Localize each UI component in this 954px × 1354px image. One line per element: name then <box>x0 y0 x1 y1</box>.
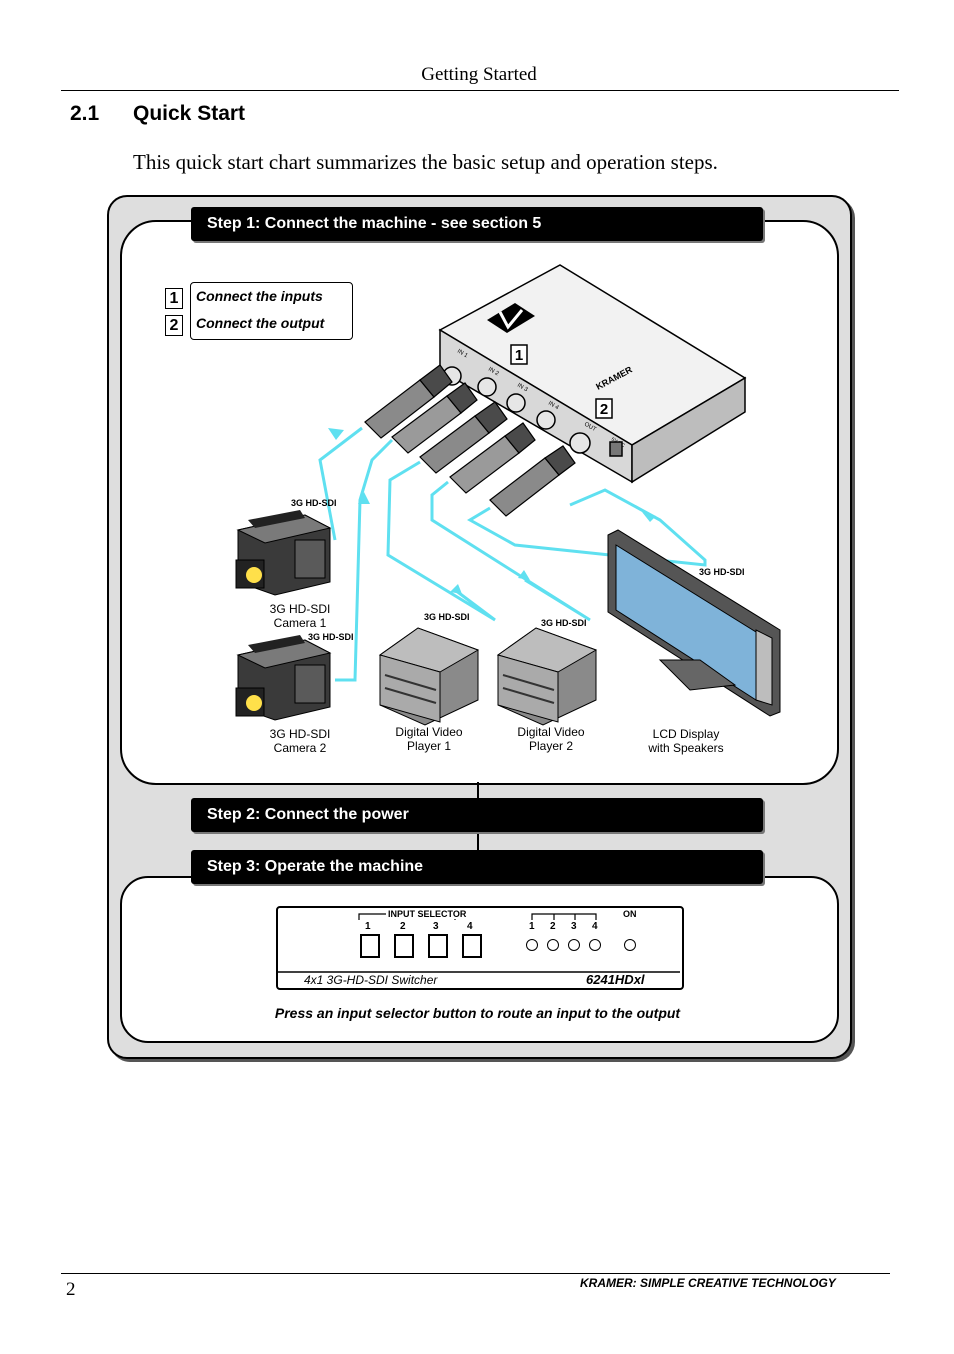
player2-label: Digital Video Player 2 <box>501 725 601 753</box>
cable-label-player1: 3G HD-SDI <box>424 612 470 622</box>
kramer-logo <box>487 303 535 333</box>
footer-rule <box>61 1273 890 1274</box>
legend-text-2: Connect the output <box>196 315 325 331</box>
lcd-display-icon <box>607 529 781 717</box>
bnc-port-out <box>569 432 591 454</box>
legend-box <box>190 282 353 340</box>
player1-name: Player 1 <box>406 739 452 753</box>
bnc-plug-out <box>489 445 576 517</box>
legend-number-2: 2 <box>165 315 183 336</box>
legend-text-1: Connect the inputs <box>196 288 323 304</box>
callout-2: 2 <box>600 401 608 418</box>
input-selector-label: INPUT SELECTOR <box>386 909 469 919</box>
bnc-plug-in1 <box>364 364 453 439</box>
camera1-label: 3G HD-SDI Camera 1 <box>250 602 350 630</box>
input-led-2 <box>547 939 559 951</box>
cable-camera2 <box>335 438 394 682</box>
cable-label-camera1: 3G HD-SDI <box>291 498 337 508</box>
step3-panel <box>120 876 839 1043</box>
operate-caption: Press an input selector button to route … <box>274 1005 681 1021</box>
input-button-4[interactable] <box>462 934 482 958</box>
step1-bar: Step 1: Connect the machine - see sectio… <box>191 207 763 241</box>
port-label: IN 3 <box>516 383 529 394</box>
camera2-type: 3G HD-SDI <box>269 727 331 741</box>
arrow-head <box>518 570 530 580</box>
cable-label-player2: 3G HD-SDI <box>541 618 587 628</box>
bnc-port-in2 <box>477 377 497 397</box>
input-led-3 <box>568 939 580 951</box>
bnc-plug-in2 <box>391 382 478 454</box>
input-led-1 <box>526 939 538 951</box>
callout-1-box <box>510 344 528 365</box>
port-label: IN 1 <box>456 349 469 360</box>
camera1-type: 3G HD-SDI <box>269 602 331 616</box>
callout-1: 1 <box>515 347 523 364</box>
button-number-3: 3 <box>433 921 439 932</box>
legend-number-1: 1 <box>165 288 183 309</box>
step2-bar: Step 2: Connect the power <box>191 798 763 832</box>
arrow-head <box>328 428 344 440</box>
arrow-head <box>450 584 462 594</box>
display-name: with Speakers <box>648 741 724 755</box>
power-socket <box>609 441 623 457</box>
button-number-1: 1 <box>365 921 371 932</box>
cable-player2 <box>430 480 591 622</box>
page-number: 2 <box>66 1279 76 1300</box>
header-rule <box>61 90 899 91</box>
footer-company: KRAMER: SIMPLE CREATIVE TECHNOLOGY <box>580 1276 836 1290</box>
on-label: ON <box>623 909 637 919</box>
port-label: OUT <box>583 422 597 434</box>
switcher-device: KRAMER <box>438 264 747 484</box>
input-button-1[interactable] <box>360 934 380 958</box>
camera2-name: Camera 2 <box>273 741 327 755</box>
bnc-plug-in3 <box>419 401 508 474</box>
arrow-head <box>358 492 370 504</box>
led-number-2: 2 <box>550 921 556 932</box>
player2-type: Digital Video <box>517 725 585 739</box>
cable-display <box>467 488 707 567</box>
button-number-2: 2 <box>400 921 406 932</box>
button-number-4: 4 <box>467 921 473 932</box>
input-led-4 <box>589 939 601 951</box>
port-label: IN 2 <box>487 367 500 378</box>
arrow-head <box>642 512 656 522</box>
intro-paragraph: This quick start chart summarizes the ba… <box>133 150 718 174</box>
input-button-3[interactable] <box>428 934 448 958</box>
cable-camera1 <box>318 426 363 541</box>
port-label: IN 4 <box>547 401 560 412</box>
player1-icon <box>378 627 480 726</box>
led-number-4: 4 <box>592 921 598 932</box>
section-number: 2.1 <box>70 102 100 125</box>
camera2-label: 3G HD-SDI Camera 2 <box>250 727 350 755</box>
camera1-icon <box>235 510 332 596</box>
model-description: 4x1 3G-HD-SDI Switcher <box>304 973 438 987</box>
step3-bar: Step 3: Operate the machine <box>191 850 763 884</box>
led-number-1: 1 <box>529 921 535 932</box>
step-connector <box>477 782 479 800</box>
cable-label-camera2: 3G HD-SDI <box>308 632 354 642</box>
player1-type: Digital Video <box>395 725 463 739</box>
model-number: 6241HDxl <box>586 972 645 987</box>
display-type: LCD Display <box>652 727 720 741</box>
cable-label-display: 3G HD-SDI <box>699 567 745 577</box>
input-button-2[interactable] <box>394 934 414 958</box>
bnc-plug-in4 <box>449 422 536 494</box>
bnc-port-in3 <box>506 393 526 413</box>
player1-label: Digital Video Player 1 <box>379 725 479 753</box>
camera2-icon <box>235 635 332 721</box>
bnc-port-in4 <box>536 410 556 430</box>
camera1-name: Camera 1 <box>273 616 327 630</box>
running-header: Getting Started <box>421 64 537 85</box>
display-label: LCD Display with Speakers <box>631 727 741 755</box>
cable-player1 <box>386 460 496 622</box>
step-connector <box>477 832 479 850</box>
callout-2-box <box>595 398 613 419</box>
power-led <box>624 939 636 951</box>
led-number-3: 3 <box>571 921 577 932</box>
player2-icon <box>496 627 598 726</box>
section-title: Quick Start <box>133 102 246 125</box>
player2-name: Player 2 <box>528 739 574 753</box>
